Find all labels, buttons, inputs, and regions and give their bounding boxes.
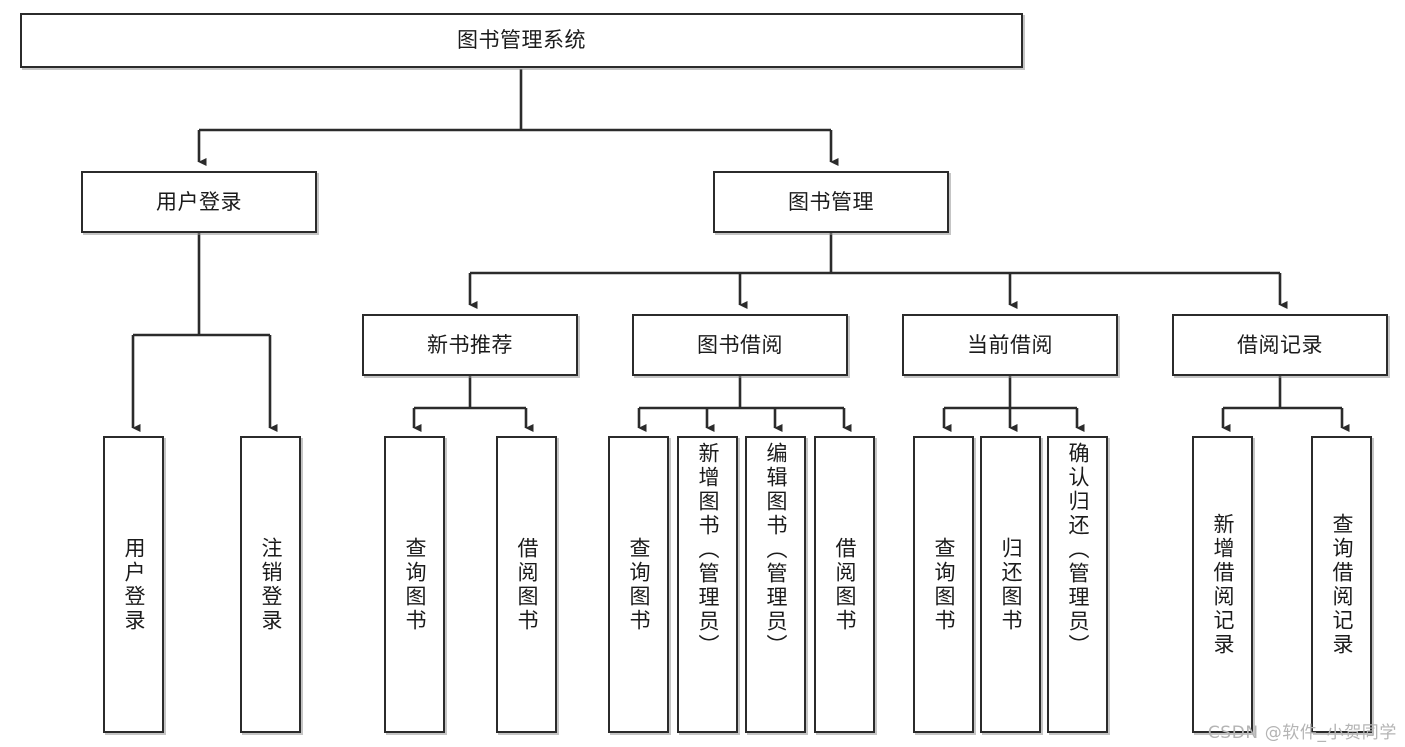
node-current-borrow[interactable]: 当前借阅 — [902, 314, 1118, 376]
node-new-book-recommend[interactable]: 新书推荐 — [362, 314, 578, 376]
node-book-management[interactable]: 图书管理 — [713, 171, 949, 233]
node-label: 查询图书 — [627, 536, 651, 633]
leaf-query-book-current[interactable]: 查询图书 — [913, 436, 974, 733]
node-label: 当前借阅 — [967, 332, 1053, 357]
node-label: 查询借阅记录 — [1330, 512, 1354, 657]
node-label: 新书推荐 — [427, 332, 513, 357]
leaf-add-book-admin[interactable]: 新增图书（管理员） — [677, 436, 738, 733]
node-label: 确认归还（管理员） — [1066, 442, 1090, 658]
leaf-add-borrow-record[interactable]: 新增借阅记录 — [1192, 436, 1253, 733]
leaf-user-login[interactable]: 用户登录 — [103, 436, 164, 733]
node-label: 新增图书（管理员） — [696, 442, 720, 658]
node-label: 借阅记录 — [1237, 332, 1323, 357]
node-label: 注销登录 — [259, 536, 283, 633]
node-label: 归还图书 — [999, 536, 1023, 633]
leaf-edit-book-admin[interactable]: 编辑图书（管理员） — [745, 436, 806, 733]
leaf-confirm-return-admin[interactable]: 确认归还（管理员） — [1047, 436, 1108, 733]
node-borrow-record[interactable]: 借阅记录 — [1172, 314, 1388, 376]
node-label: 图书管理系统 — [457, 28, 586, 53]
node-label: 用户登录 — [156, 189, 242, 214]
node-label: 用户登录 — [122, 536, 146, 633]
node-label: 查询图书 — [932, 536, 956, 633]
node-label: 新增借阅记录 — [1211, 512, 1235, 657]
node-label: 图书管理 — [788, 189, 874, 214]
node-root-system[interactable]: 图书管理系统 — [20, 13, 1023, 68]
leaf-logout[interactable]: 注销登录 — [240, 436, 301, 733]
leaf-return-book[interactable]: 归还图书 — [980, 436, 1041, 733]
node-label: 查询图书 — [403, 536, 427, 633]
leaf-query-book-borrow[interactable]: 查询图书 — [608, 436, 669, 733]
node-user-login[interactable]: 用户登录 — [81, 171, 317, 233]
leaf-query-book-recommend[interactable]: 查询图书 — [384, 436, 445, 733]
leaf-borrow-book-recommend[interactable]: 借阅图书 — [496, 436, 557, 733]
node-label: 借阅图书 — [833, 536, 857, 633]
csdn-watermark: CSDN @软件_小贺同学 — [1207, 723, 1397, 743]
leaf-borrow-book[interactable]: 借阅图书 — [814, 436, 875, 733]
node-label: 图书借阅 — [697, 332, 783, 357]
node-book-borrow[interactable]: 图书借阅 — [632, 314, 848, 376]
node-label: 编辑图书（管理员） — [764, 442, 788, 658]
leaf-query-borrow-record[interactable]: 查询借阅记录 — [1311, 436, 1372, 733]
node-label: 借阅图书 — [515, 536, 539, 633]
